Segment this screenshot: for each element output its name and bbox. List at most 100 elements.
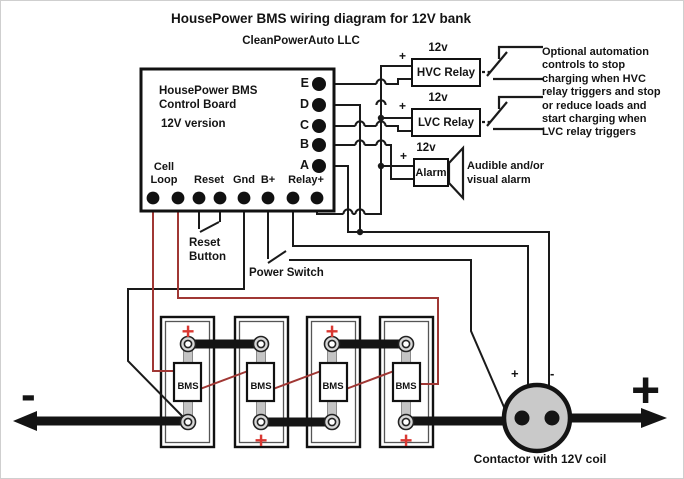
cell-loop-wires — [152, 198, 439, 390]
bms-label-2: BMS — [250, 381, 271, 392]
automation-contact-symbols — [482, 45, 543, 131]
bms-board-1 — [172, 361, 203, 403]
reset-button-label-2: Button — [189, 251, 227, 263]
contactor-body — [501, 382, 573, 454]
board-title-line2: Control Board — [159, 99, 237, 111]
positive-arrowhead — [641, 408, 667, 428]
bank-plus-mark: + — [631, 362, 661, 418]
label-loop: Loop — [150, 174, 178, 186]
hvc-relay-label: HVC Relay — [416, 66, 476, 79]
cell-4-inner — [383, 320, 430, 444]
lvc-relay-label: LVC Relay — [417, 116, 475, 129]
bms-boards: BMS BMS BMS BMS — [172, 361, 422, 403]
hvc-relay-box: HVC Relay — [411, 58, 481, 87]
cell-4-plus: + — [400, 428, 413, 453]
terminal-cell-loop-1 — [146, 191, 160, 205]
automation-note-line: charging when HVC — [542, 72, 646, 85]
company-name: CleanPowerAuto LLC — [242, 35, 360, 47]
bms-board-4 — [391, 361, 422, 403]
terminal-reset-1 — [192, 191, 206, 205]
wire-crossovers — [342, 78, 387, 220]
label-relayplus: Relay+ — [288, 174, 324, 186]
alarm-speaker-icon — [447, 145, 465, 201]
contactor-post-left — [514, 410, 530, 426]
terminal-label-e: E — [300, 76, 309, 90]
cell-polarity-marks: + + + + — [182, 319, 413, 453]
terminal-label-c: C — [299, 118, 309, 132]
bms-label-1: BMS — [177, 381, 198, 392]
cell-3-inner — [310, 320, 357, 444]
cell-1-plus: + — [182, 319, 195, 344]
coil-minus-label: - — [550, 366, 555, 381]
control-board-outline — [139, 67, 336, 213]
board-terminals — [146, 77, 326, 205]
label-cell: Cell — [153, 161, 175, 173]
terminal-label-b: B — [299, 137, 309, 151]
power-switch-label: Power Switch — [249, 267, 324, 279]
lvc-contact-top — [497, 95, 543, 109]
automation-note-line: start charging when — [542, 113, 647, 126]
terminal-d — [312, 98, 326, 112]
alarm-note-line1: Audible and/or — [467, 160, 544, 172]
contactor-label: Contactor with 12V coil — [473, 452, 607, 466]
cell-loop-link-3 — [345, 370, 395, 390]
terminal-label-d: D — [299, 97, 309, 111]
page-title: HousePower BMS wiring diagram for 12V ba… — [170, 11, 472, 26]
automation-note-line: or reduce loads and — [542, 99, 647, 112]
automation-note-line: LVC relay triggers — [542, 126, 636, 139]
alarm-voltage: 12v — [416, 142, 436, 154]
cell-loop-link-1 — [199, 370, 249, 390]
hvc-plus-mark: + — [399, 49, 407, 63]
reset-button-label-1: Reset — [189, 237, 221, 249]
terminal-label-a: A — [299, 158, 309, 172]
label-gnd: Gnd — [233, 174, 255, 186]
terminal-gnd — [237, 191, 251, 205]
bank-minus-mark: - — [21, 370, 36, 419]
power-switch-blade — [267, 250, 287, 264]
cell-terminal-nuts — [179, 335, 415, 431]
automation-note-line: controls to stop — [542, 59, 626, 72]
cell-3-outline — [305, 315, 362, 449]
terminal-c — [312, 119, 326, 133]
board-title-line1: HousePower BMS — [159, 85, 258, 97]
wire-relayplus-coil — [292, 198, 529, 386]
cell-loop-link-2 — [272, 370, 322, 390]
terminal-bplus — [261, 191, 275, 205]
wire-e-hvc — [319, 78, 411, 85]
terminal-relayplus-2 — [310, 191, 324, 205]
main-power-wires — [31, 339, 643, 427]
cell-2-plus: + — [255, 428, 268, 453]
reset-switch-blade — [199, 221, 220, 233]
lvc-voltage: 12v — [428, 92, 448, 104]
lvc-contact-blade — [486, 101, 508, 127]
cell-1-outline — [159, 315, 216, 449]
cell-1-inner — [164, 320, 211, 444]
terminal-cell-loop-2 — [171, 191, 185, 205]
automation-note-line: relay triggers and stop — [542, 86, 661, 99]
hvc-contact-blade — [486, 51, 508, 77]
hvc-contact-top — [497, 45, 543, 59]
negative-arrowhead — [13, 411, 37, 431]
cell-2-outline — [233, 315, 290, 449]
alarm-plus-mark: + — [400, 149, 408, 163]
wire-gnd — [127, 198, 245, 423]
wire-a-coil — [319, 165, 550, 386]
alarm-box: Alarm — [413, 158, 449, 187]
bms-label-4: BMS — [395, 381, 416, 392]
cell-loop-wire-in — [152, 198, 173, 372]
cell-2-inner — [238, 320, 285, 444]
terminal-a — [312, 159, 326, 173]
terminal-relayplus-1 — [286, 191, 300, 205]
coil-plus-label: + — [511, 366, 519, 381]
label-reset: Reset — [194, 174, 224, 186]
automation-note-line: Optional automation — [542, 46, 649, 58]
cell-4-outline — [378, 315, 435, 449]
cell-straps — [183, 344, 411, 423]
bms-board-2 — [245, 361, 276, 403]
contactor — [501, 382, 573, 454]
terminal-e — [312, 77, 326, 91]
label-bplus: B+ — [260, 174, 276, 186]
contactor-post-right — [544, 410, 560, 426]
